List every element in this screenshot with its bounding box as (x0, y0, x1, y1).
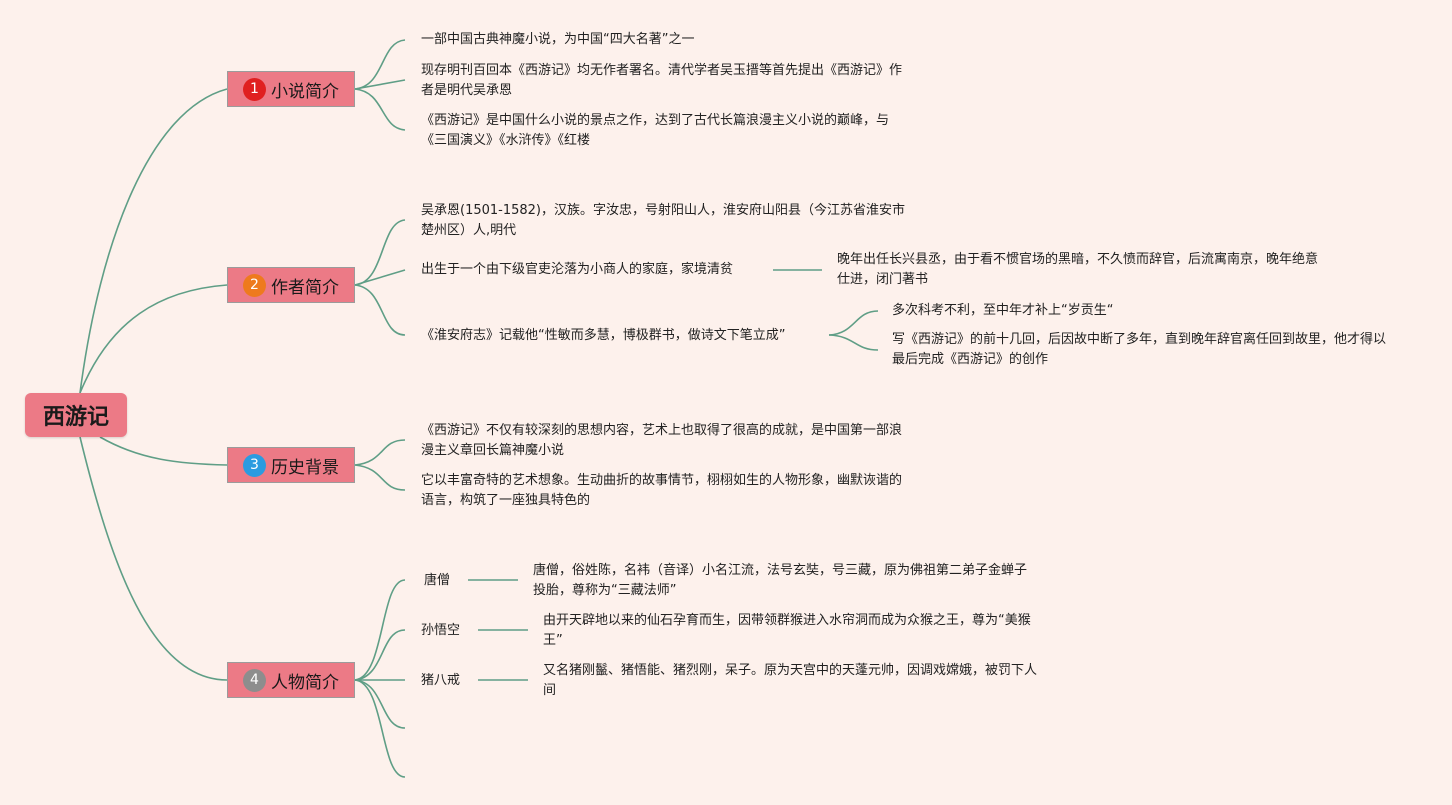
branch-label: 作者简介 (271, 277, 339, 298)
topic-node[interactable]: 吴承恩(1501-1582)，汉族。字汝忠，号射阳山人，淮安府山阳县（今江苏省淮… (421, 203, 906, 238)
character-name[interactable]: 孙悟空 (421, 623, 461, 638)
branch-label: 小说简介 (271, 81, 339, 102)
root-label: 西游记 (42, 405, 109, 430)
character-desc[interactable]: 由开天辟地以来的仙石孕育而生，因带领群猴进入水帘洞而成为众猴之王，尊为“美猴王” (543, 613, 1031, 648)
topic-node[interactable]: 一部中国古典神魔小说，为中国“四大名著”之一 (421, 32, 695, 47)
branch-node-author-intro[interactable]: 2 作者简介 (227, 267, 355, 303)
number-1-icon: 1 (243, 77, 266, 101)
number-2-icon: 2 (243, 273, 266, 297)
branch-node-characters[interactable]: 4 人物简介 (227, 662, 355, 698)
subtopic-node[interactable]: 写《西游记》的前十几回，后因故中断了多年，直到晚年辞官离任回到故里，他才得以最后… (892, 332, 1387, 367)
root-node[interactable]: 西游记 (25, 393, 127, 437)
topic-node[interactable]: 出生于一个由下级官吏沦落为小商人的家庭，家境清贫 (421, 262, 734, 277)
subtopic-node[interactable]: 晚年出任长兴县丞，由于看不惯官场的黑暗，不久愤而辞官，后流寓南京，晚年绝意仕进，… (837, 252, 1319, 287)
topic-node[interactable]: 《西游记》不仅有较深刻的思想内容，艺术上也取得了很高的成就，是中国第一部浪漫主义… (421, 423, 903, 458)
character-name[interactable]: 猪八戒 (421, 673, 461, 688)
branch-label: 人物简介 (271, 672, 339, 693)
subtopic-node[interactable]: 多次科考不利，至中年才补上“岁贡生“ (892, 303, 1114, 318)
branch-label: 历史背景 (271, 457, 339, 478)
topic-node[interactable]: 它以丰富奇特的艺术想象。生动曲折的故事情节，栩栩如生的人物形象，幽默诙谐的语言，… (421, 473, 903, 508)
character-desc[interactable]: 唐僧，俗姓陈，名袆（音译）小名江流，法号玄奘，号三藏，原为佛祖第二弟子金蝉子投胎… (533, 563, 1028, 598)
number-4-icon: 4 (243, 668, 266, 692)
branch-node-novel-intro[interactable]: 1 小说简介 (227, 71, 355, 107)
topic-node[interactable]: 《西游记》是中国什么小说的景点之作，达到了古代长篇浪漫主义小说的巅峰，与《三国演… (421, 113, 890, 148)
topic-node[interactable]: 《淮安府志》记载他“性敏而多慧，博极群书，做诗文下笔立成” (421, 328, 786, 343)
character-desc[interactable]: 又名猪刚鬣、猪悟能、猪烈刚，呆子。原为天宫中的天蓬元帅，因调戏嫦娥，被罚下人间 (543, 663, 1038, 698)
topic-node[interactable]: 现存明刊百回本《西游记》均无作者署名。清代学者吴玉搢等首先提出《西游记》作者是明… (421, 63, 903, 98)
number-3-icon: 3 (243, 453, 266, 477)
character-name[interactable]: 唐僧 (424, 573, 451, 588)
branch-node-history[interactable]: 3 历史背景 (227, 447, 355, 483)
